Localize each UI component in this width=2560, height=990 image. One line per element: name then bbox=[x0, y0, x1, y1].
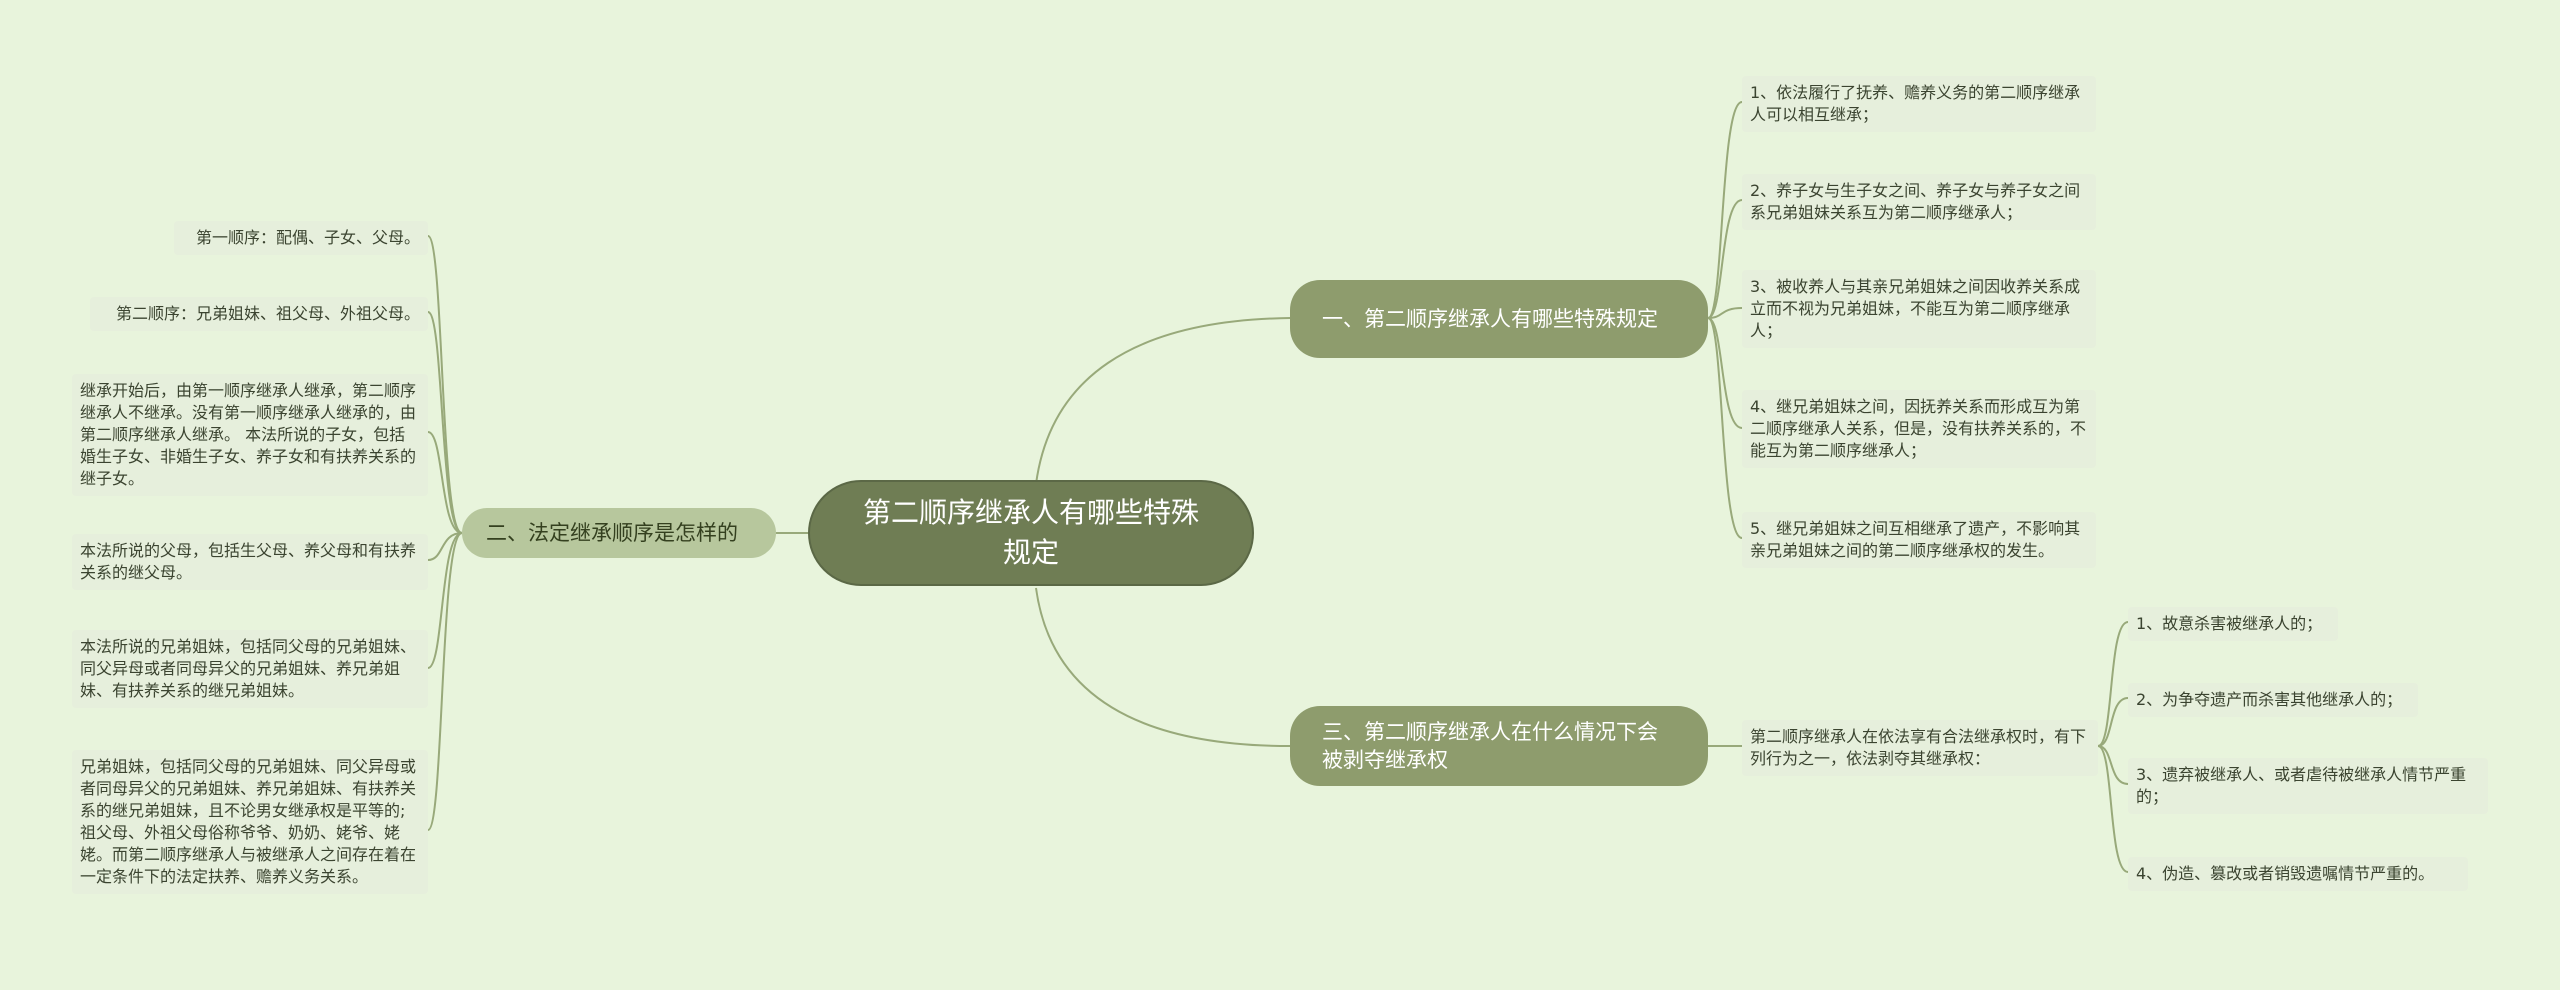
branch-deprivation-label: 三、第二顺序继承人在什么情况下会被剥夺继承权 bbox=[1322, 720, 1658, 772]
special-rule-item[interactable]: 3、被收养人与其亲兄弟姐妹之间因收养关系成立而不视为兄弟姐妹，不能互为第二顺序继… bbox=[1742, 270, 2096, 348]
deprivation-item-text: 4、伪造、篡改或者销毁遗嘱情节严重的。 bbox=[2136, 864, 2435, 883]
legal-order-text: 本法所说的兄弟姐妹，包括同父母的兄弟姐妹、同父异母或者同母异父的兄弟姐妹、养兄弟… bbox=[80, 637, 417, 700]
legal-order-item[interactable]: 本法所说的兄弟姐妹，包括同父母的兄弟姐妹、同父异母或者同母异父的兄弟姐妹、养兄弟… bbox=[72, 630, 428, 708]
special-rule-text: 3、被收养人与其亲兄弟姐妹之间因收养关系成立而不视为兄弟姐妹，不能互为第二顺序继… bbox=[1750, 277, 2081, 340]
branch-special-rules-label: 一、第二顺序继承人有哪些特殊规定 bbox=[1322, 307, 1658, 331]
link-b2-item5 bbox=[427, 532, 463, 669]
deprivation-item-text: 2、为争夺遗产而杀害其他继承人的； bbox=[2136, 690, 2403, 709]
deprivation-intro[interactable]: 第二顺序继承人在依法享有合法继承权时，有下列行为之一，依法剥夺其继承权： bbox=[1742, 720, 2098, 776]
special-rule-item[interactable]: 4、继兄弟姐妹之间，因抚养关系而形成互为第二顺序继承人关系，但是，没有扶养关系的… bbox=[1742, 390, 2096, 468]
special-rule-item[interactable]: 1、依法履行了抚养、赡养义务的第二顺序继承人可以相互继承； bbox=[1742, 76, 2096, 132]
link-b1-item3 bbox=[1707, 307, 1743, 319]
special-rule-item[interactable]: 2、养子女与生子女之间、养子女与养子女之间系兄弟姐妹关系互为第二顺序继承人； bbox=[1742, 174, 2096, 230]
link-b2-item3 bbox=[427, 431, 463, 534]
branch-deprivation[interactable]: 三、第二顺序继承人在什么情况下会被剥夺继承权 bbox=[1290, 706, 1708, 786]
legal-order-item[interactable]: 第一顺序：配偶、子女、父母。 bbox=[174, 221, 428, 255]
link-b1-item2 bbox=[1707, 199, 1743, 319]
special-rule-text: 5、继兄弟姐妹之间互相继承了遗产，不影响其亲兄弟姐妹之间的第二顺序继承权的发生。 bbox=[1750, 519, 2081, 560]
link-b1-item4 bbox=[1707, 317, 1743, 429]
special-rule-text: 4、继兄弟姐妹之间，因抚养关系而形成互为第二顺序继承人关系，但是，没有扶养关系的… bbox=[1750, 397, 2087, 460]
link-b1-item5 bbox=[1707, 317, 1743, 539]
deprivation-item[interactable]: 2、为争夺遗产而杀害其他继承人的； bbox=[2128, 683, 2418, 717]
link-intro-item3 bbox=[2097, 745, 2129, 785]
branch-special-rules[interactable]: 一、第二顺序继承人有哪些特殊规定 bbox=[1290, 280, 1708, 358]
special-rule-item[interactable]: 5、继兄弟姐妹之间互相继承了遗产，不影响其亲兄弟姐妹之间的第二顺序继承权的发生。 bbox=[1742, 512, 2096, 568]
deprivation-intro-text: 第二顺序继承人在依法享有合法继承权时，有下列行为之一，依法剥夺其继承权： bbox=[1750, 727, 2087, 768]
deprivation-item[interactable]: 3、遗弃被继承人、或者虐待被继承人情节严重的； bbox=[2128, 758, 2488, 814]
link-root-b1 bbox=[1035, 317, 1291, 485]
legal-order-item[interactable]: 本法所说的父母，包括生父母、养父母和有扶养关系的继父母。 bbox=[72, 534, 428, 590]
deprivation-item-text: 1、故意杀害被继承人的； bbox=[2136, 614, 2323, 633]
root-topic-label: 第二顺序继承人有哪些特殊规定 bbox=[862, 496, 1199, 569]
deprivation-item-text: 3、遗弃被继承人、或者虐待被继承人情节严重的； bbox=[2136, 765, 2467, 806]
link-intro-item2 bbox=[2097, 697, 2129, 747]
link-intro-item1 bbox=[2097, 621, 2129, 747]
legal-order-item[interactable]: 继承开始后，由第一顺序继承人继承，第二顺序继承人不继承。没有第一顺序继承人继承的… bbox=[72, 374, 428, 496]
special-rule-text: 2、养子女与生子女之间、养子女与养子女之间系兄弟姐妹关系互为第二顺序继承人； bbox=[1750, 181, 2081, 222]
legal-order-text: 第一顺序：配偶、子女、父母。 bbox=[195, 228, 420, 247]
legal-order-text: 兄弟姐妹，包括同父母的兄弟姐妹、同父异母或者同母异父的兄弟姐妹、养兄弟姐妹、有扶… bbox=[80, 757, 417, 886]
deprivation-item[interactable]: 1、故意杀害被继承人的； bbox=[2128, 607, 2338, 641]
root-topic[interactable]: 第二顺序继承人有哪些特殊规定 bbox=[808, 480, 1254, 586]
branch-legal-order[interactable]: 二、法定继承顺序是怎样的 bbox=[462, 508, 776, 558]
legal-order-item[interactable]: 第二顺序：兄弟姐妹、祖父母、外祖父母。 bbox=[90, 297, 428, 331]
link-root-b3 bbox=[1035, 587, 1291, 747]
link-b2-item6 bbox=[427, 532, 463, 831]
link-b2-item2 bbox=[427, 311, 463, 534]
legal-order-text: 本法所说的父母，包括生父母、养父母和有扶养关系的继父母。 bbox=[80, 541, 417, 582]
link-intro-item4 bbox=[2097, 745, 2129, 873]
special-rule-text: 1、依法履行了抚养、赡养义务的第二顺序继承人可以相互继承； bbox=[1750, 83, 2081, 124]
link-b2-item1 bbox=[427, 235, 463, 534]
deprivation-item[interactable]: 4、伪造、篡改或者销毁遗嘱情节严重的。 bbox=[2128, 857, 2468, 891]
legal-order-item[interactable]: 兄弟姐妹，包括同父母的兄弟姐妹、同父异母或者同母异父的兄弟姐妹、养兄弟姐妹、有扶… bbox=[72, 750, 428, 894]
legal-order-text: 第二顺序：兄弟姐妹、祖父母、外祖父母。 bbox=[115, 304, 420, 323]
link-b2-item4 bbox=[427, 532, 463, 561]
legal-order-text: 继承开始后，由第一顺序继承人继承，第二顺序继承人不继承。没有第一顺序继承人继承的… bbox=[80, 381, 417, 488]
branch-legal-order-label: 二、法定继承顺序是怎样的 bbox=[486, 521, 738, 545]
link-b1-item1 bbox=[1707, 101, 1743, 319]
